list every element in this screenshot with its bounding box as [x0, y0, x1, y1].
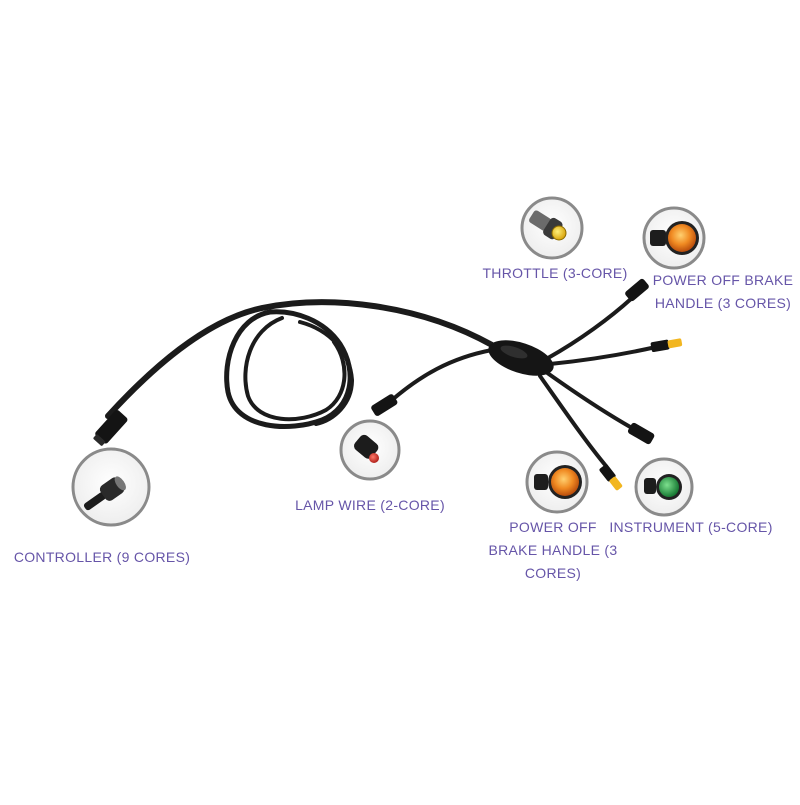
cables: [105, 296, 658, 468]
lamp-wire-label: LAMP WIRE (2-CORE): [295, 497, 445, 513]
cable-coil-3: [298, 320, 355, 426]
controller-label: CONTROLLER (9 CORES): [13, 549, 191, 565]
instrument-cable: [544, 370, 634, 430]
cable-coil-1: [224, 309, 353, 430]
brake-top-connector-closeup: [642, 206, 706, 270]
brake-bottom-cable: [538, 374, 608, 468]
instrument-plug: [627, 422, 655, 445]
cable-connectors: [93, 278, 683, 491]
brake-top-cable: [548, 345, 658, 366]
throttle-cable: [546, 296, 634, 360]
lamp-cable: [390, 348, 494, 402]
brake-bottom-label: POWER OFF BRAKE HANDLE (3 CORES): [488, 519, 618, 581]
lamp-connector-closeup: [339, 419, 401, 481]
throttle-plug: [625, 278, 649, 302]
lamp-plug: [371, 394, 398, 416]
brake-bottom-plug: [599, 464, 623, 491]
controller-plug: [93, 409, 128, 446]
controller-connector-closeup: [71, 447, 151, 527]
brake-top-plug: [650, 338, 683, 353]
brake-bottom-connector-closeup: [525, 450, 589, 514]
instrument-connector-closeup: [634, 457, 694, 517]
instrument-label: INSTRUMENT (5-CORE): [609, 519, 773, 535]
main-cable: [105, 299, 495, 419]
brake-top-label: POWER OFF BRAKE HANDLE (3 CORES): [652, 272, 794, 311]
cable-coil-2: [243, 316, 347, 422]
throttle-label: THROTTLE (3-CORE): [482, 265, 628, 281]
splitter-hub: [488, 340, 554, 376]
throttle-connector-closeup: [520, 196, 584, 260]
